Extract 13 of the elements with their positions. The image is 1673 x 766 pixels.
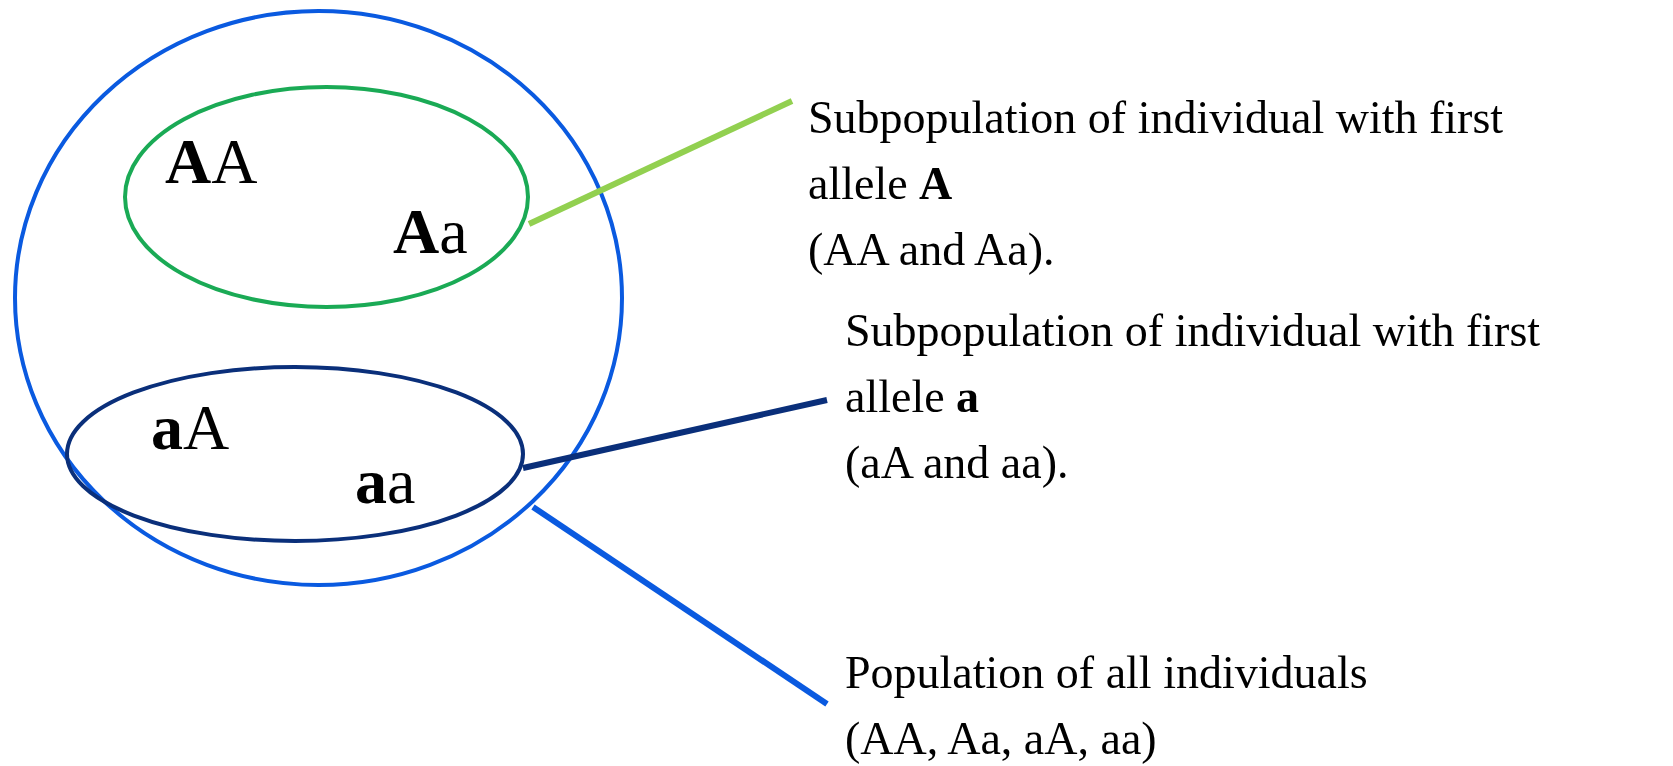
genotype-label: aa: [355, 447, 416, 517]
callout-text: Subpopulation of individual with first allele A: [808, 91, 1505, 211]
genotype-label: AA: [165, 127, 258, 197]
genotype-label: Aa: [393, 197, 468, 267]
leader-line: [522, 397, 828, 471]
callout-text: Subpopulation of individual with first allele a: [845, 304, 1542, 424]
callout-text: (AA, Aa, aA, aa): [845, 712, 1158, 766]
leader-line: [531, 504, 829, 707]
callout-text: Population of all individuals: [845, 646, 1369, 700]
genotype-label: aA: [151, 393, 230, 463]
callout-text: (aA and aa).: [845, 436, 1070, 490]
leader-line: [527, 98, 794, 227]
callout-text: (AA and Aa).: [808, 223, 1056, 277]
